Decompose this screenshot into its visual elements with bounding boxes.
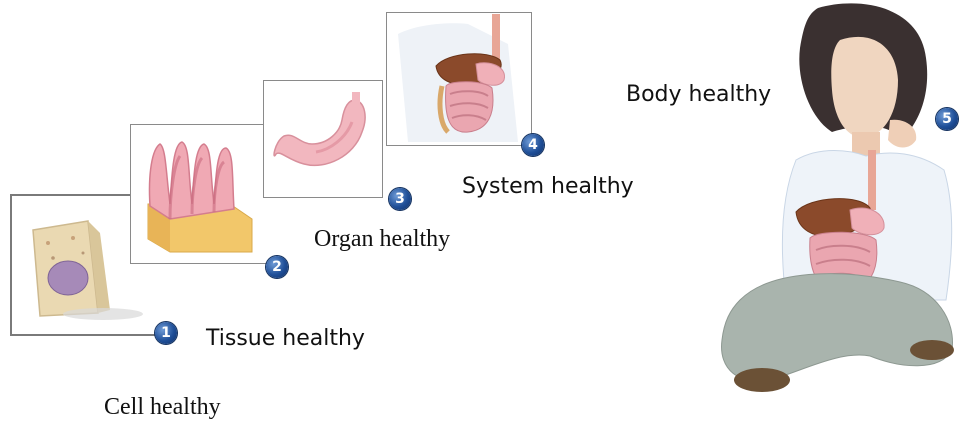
step-4-badge: 4 (522, 134, 544, 156)
system-healthy-label: System healthy (462, 174, 634, 199)
tissue-icon (140, 134, 265, 254)
step-1-badge: 1 (155, 322, 177, 344)
organ-healthy-label: Organ healthy (314, 226, 450, 253)
cell-healthy-label: Cell healthy (104, 394, 221, 421)
step-2-badge: 2 (266, 256, 288, 278)
tissue-healthy-label: Tissue healthy (206, 326, 365, 351)
person-icon (700, 0, 960, 400)
cell-icon (28, 218, 138, 318)
stomach-icon (270, 92, 380, 182)
step-3-badge: 3 (389, 188, 411, 210)
step-5-badge: 5 (936, 108, 958, 130)
digestive-system-icon (388, 14, 530, 144)
